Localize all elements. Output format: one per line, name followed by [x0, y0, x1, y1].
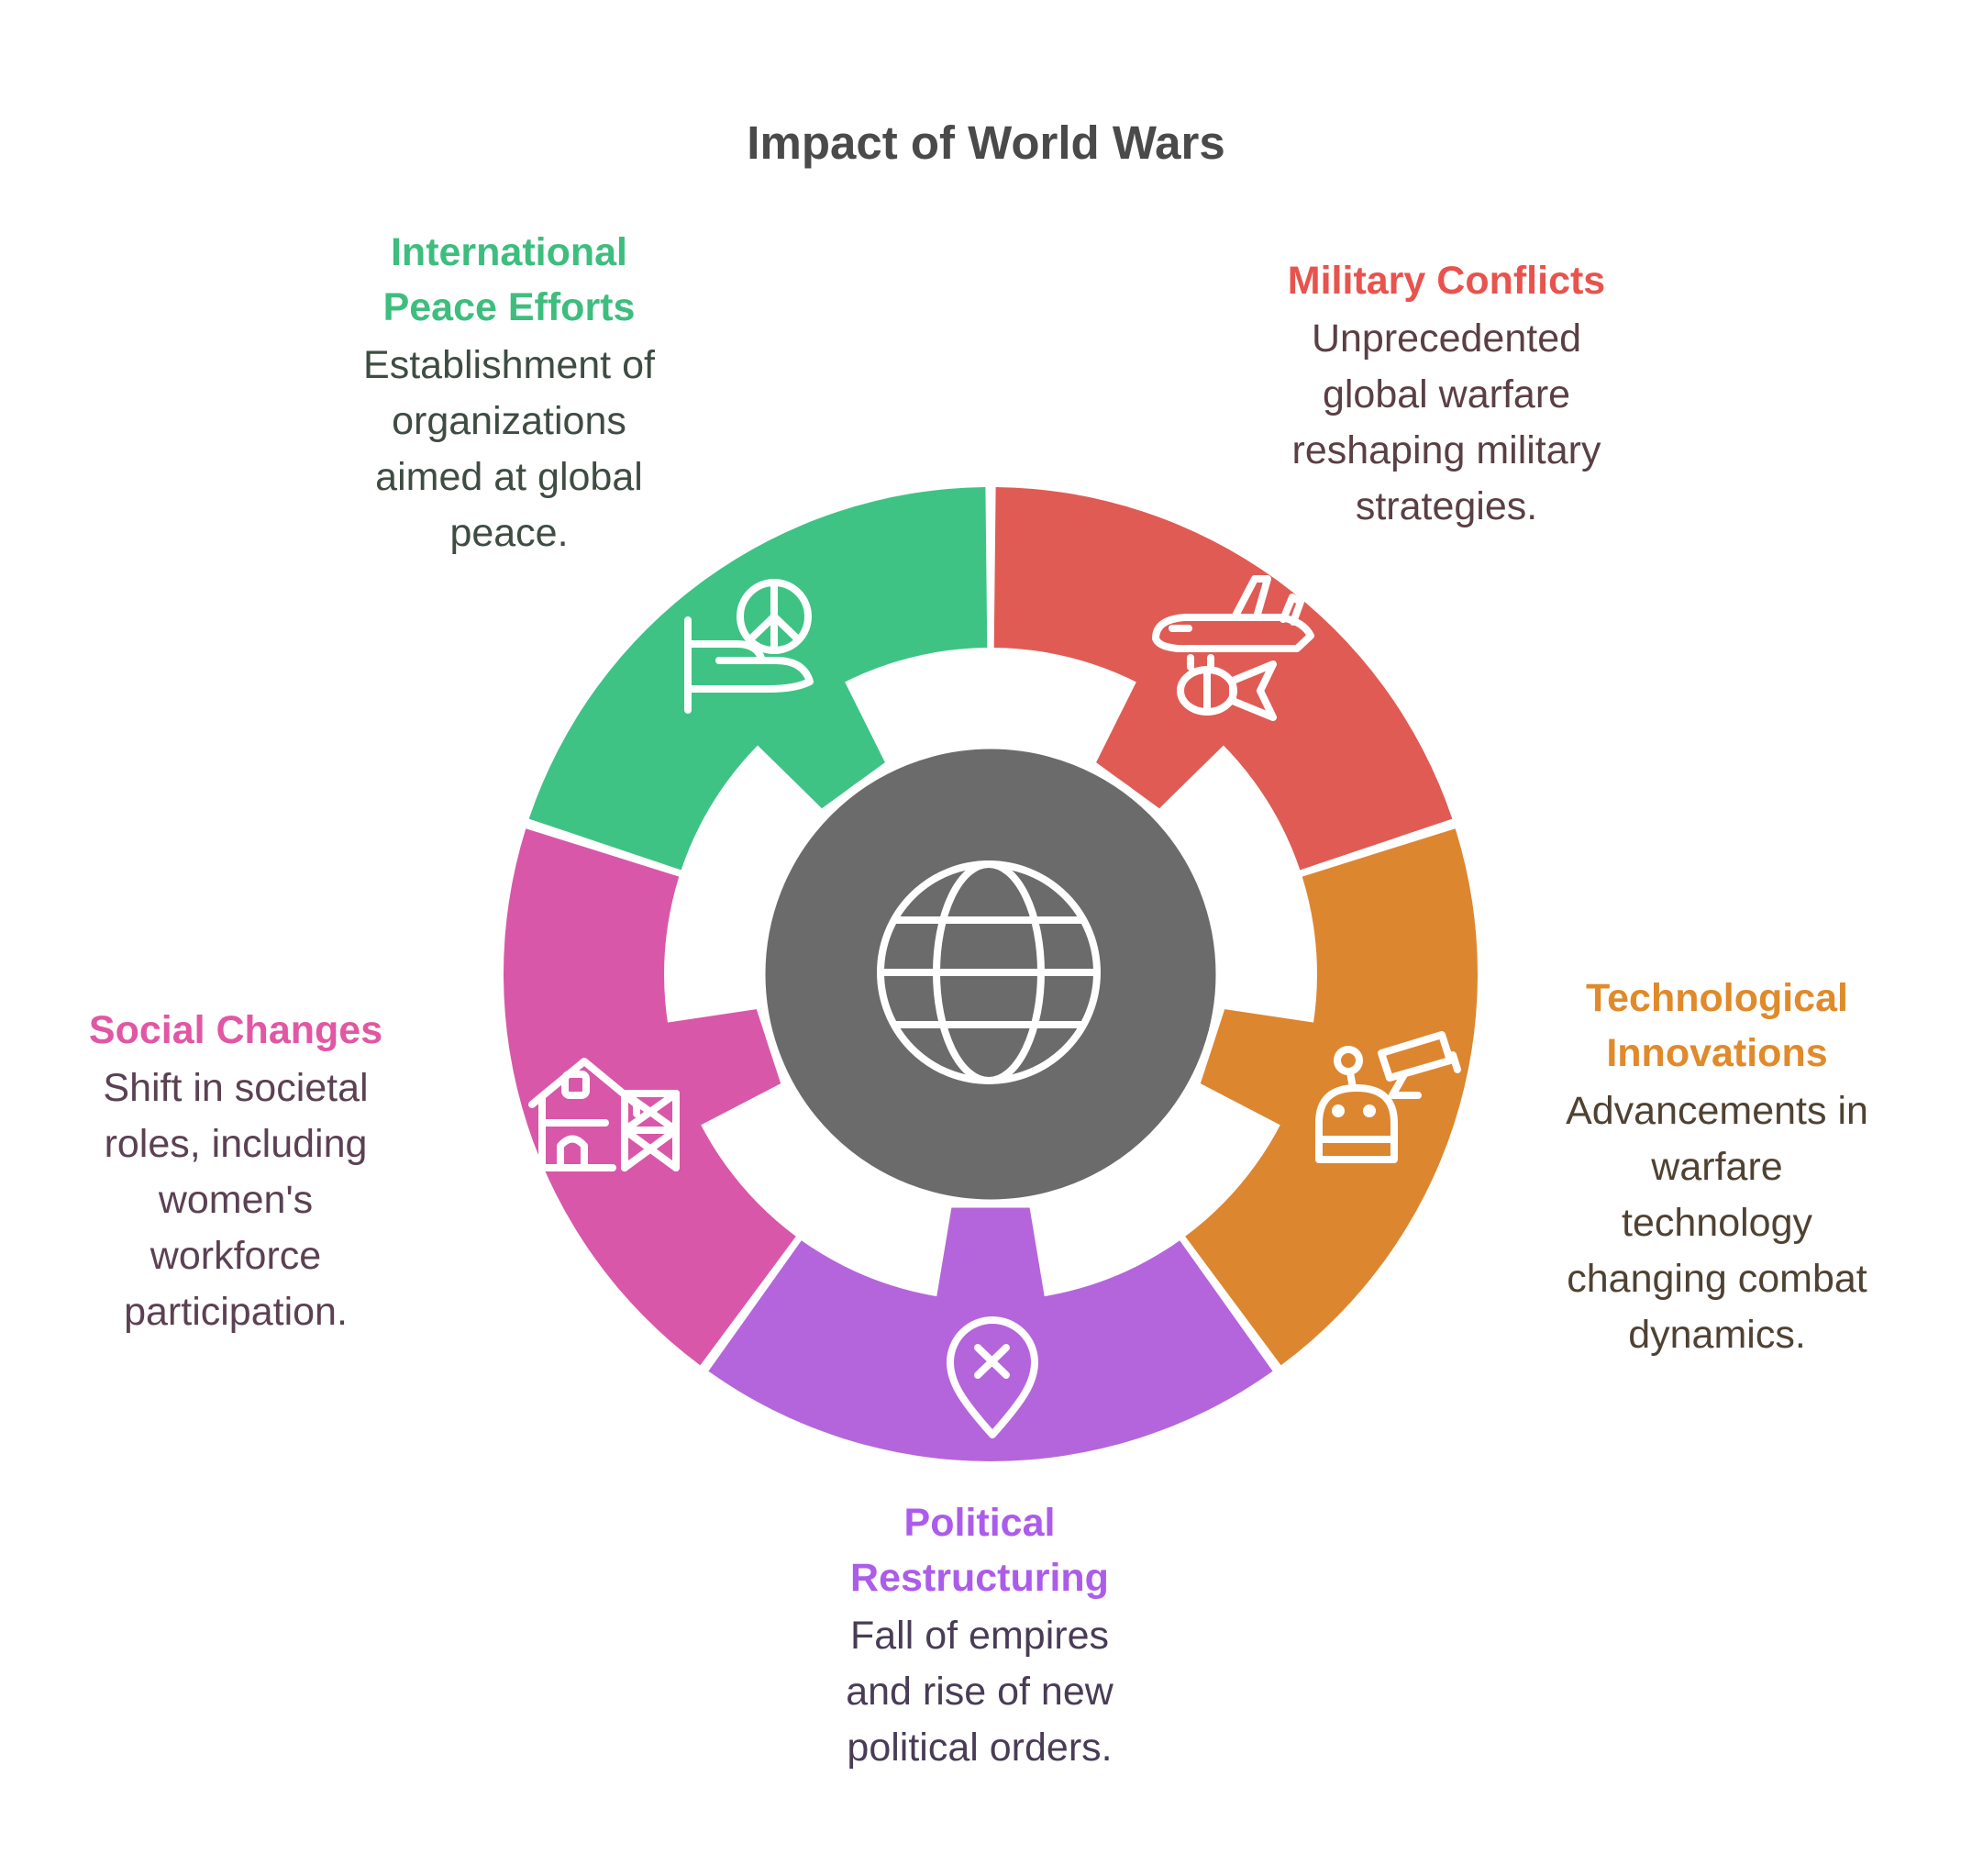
- segment-political-restructuring-arc: [708, 1240, 1273, 1461]
- segment-label-international-peace-efforts: International Peace Efforts Establishmen…: [280, 225, 738, 561]
- segment-description: Fall of empires and rise of new politica…: [846, 1614, 1113, 1770]
- peace-offering-icon: [684, 579, 814, 714]
- segment-heading: Social Changes: [88, 1008, 383, 1052]
- construction-house-icon: [527, 1058, 680, 1171]
- bomber-plane-icon: [1152, 575, 1314, 721]
- segment-technological-innovations-tab: [1200, 1009, 1324, 1130]
- segment-military-conflicts-tab: [1096, 672, 1232, 809]
- segment-international-peace-tab: [749, 672, 885, 809]
- segment-political-restructuring-tab: [935, 1207, 1047, 1307]
- segment-heading: Political Restructuring: [850, 1501, 1109, 1600]
- segment-label-political-restructuring: Political Restructuring Fall of empires …: [750, 1495, 1209, 1776]
- segment-social-changes-tab: [657, 1009, 781, 1130]
- segment-heading: Military Conflicts: [1287, 259, 1606, 303]
- globe-icon: [877, 860, 1101, 1084]
- segment-description: Unprecedented global warfare reshaping m…: [1291, 316, 1601, 528]
- surveillance-camera-icon: [1315, 1031, 1461, 1163]
- segment-international-peace-arc: [528, 487, 988, 871]
- location-pin-x-icon: [947, 1316, 1038, 1438]
- segment-heading: International Peace Efforts: [382, 230, 636, 329]
- segment-description: Advancements in warfare technology chang…: [1566, 1089, 1868, 1357]
- segment-label-technological-innovations: Technological Innovations Advancements i…: [1488, 971, 1946, 1363]
- segment-label-military-conflicts: Military Conflicts Unprecedented global …: [1217, 253, 1676, 535]
- segment-description: Establishment of organizations aimed at …: [363, 343, 655, 555]
- segment-description: Shift in societal roles, including women…: [103, 1066, 369, 1334]
- segment-military-conflicts-arc: [993, 487, 1453, 871]
- segment-heading: Technological Innovations: [1586, 976, 1848, 1075]
- segment-label-social-changes: Social Changes Shift in societal roles, …: [6, 1003, 465, 1340]
- page-title: Impact of World Wars: [747, 117, 1225, 169]
